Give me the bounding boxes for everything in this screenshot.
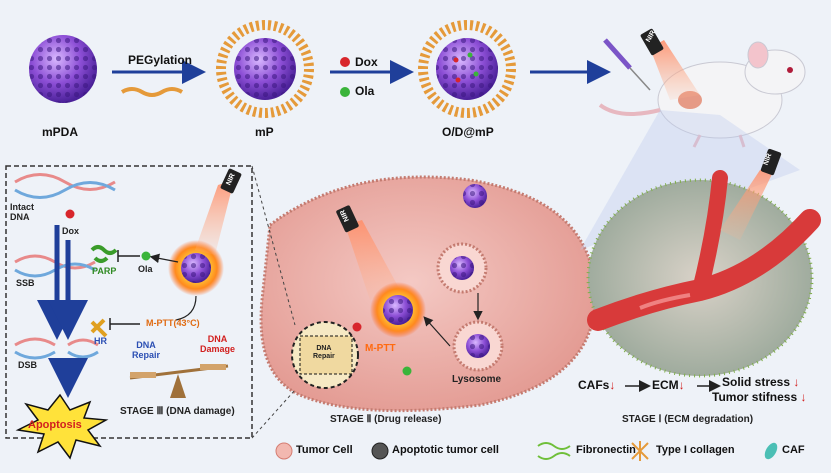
- zoom-line-bottom: [251, 389, 296, 439]
- dox-dot-stage3: [65, 209, 75, 219]
- ola-dot-icon: [340, 87, 350, 97]
- collagen-icon: [631, 441, 649, 461]
- label-ssb: SSB: [16, 278, 35, 288]
- label-cafs: CAFs↓: [578, 378, 616, 392]
- parp-icon: [90, 245, 118, 263]
- nucleus-inset: [291, 321, 359, 389]
- intact-dna-icon: [14, 173, 116, 199]
- apoptosis-burst-icon: [15, 393, 109, 460]
- label-stage2-title: STAGE Ⅱ (Drug release): [330, 414, 442, 425]
- label-apoptosis: Apoptosis: [28, 419, 82, 431]
- legend-collagen: Type I collagen: [656, 444, 735, 456]
- balance-scale-icon: [129, 364, 229, 398]
- label-pegylation: PEGylation: [128, 53, 193, 67]
- label-stage1-title: STAGE Ⅰ (ECM degradation): [622, 414, 754, 425]
- nir-laser-stage3: [195, 168, 242, 255]
- nir-laser-stage1: [720, 148, 782, 240]
- lysosome-vesicle: [452, 320, 504, 372]
- dox-dot-icon: [340, 57, 350, 67]
- label-lysosome: Lysosome: [452, 374, 502, 385]
- tumor-cell-icon: [275, 442, 293, 460]
- endosome-vesicle: [436, 242, 488, 294]
- tumor-tissue-cluster: [586, 170, 821, 378]
- label-od-mp: O/D@mP: [442, 125, 494, 139]
- label-ola-stage3: Ola: [138, 264, 153, 274]
- label-mpda: mPDA: [42, 125, 79, 139]
- caf-icon: [764, 442, 778, 460]
- label-hr: HR: [94, 336, 107, 346]
- heated-particle-stage2: [370, 282, 426, 338]
- mp-particle: [216, 20, 314, 118]
- peg-chain-icon: [120, 87, 184, 97]
- label-tumor-stiffness: Tumor stifness ↓: [712, 390, 807, 404]
- label-mptt-stage2: M-PTT: [365, 343, 396, 354]
- syringe-icon: [603, 38, 651, 91]
- label-stage3-title: STAGE Ⅲ (DNA damage): [120, 406, 235, 417]
- nir-laser-stage2: [336, 205, 400, 300]
- label-dna-damage: DNA Damage: [200, 334, 236, 354]
- legend-apoptotic-cell: Apoptotic tumor cell: [392, 444, 499, 456]
- mpda-particle: [29, 35, 97, 103]
- label-dsb: DSB: [18, 360, 38, 370]
- dsb-dna-icon: [14, 337, 99, 360]
- legend-tumor-cell: Tumor Cell: [296, 444, 353, 456]
- nir-laser-top: [640, 28, 700, 100]
- ola-dot-stage2: [402, 366, 412, 376]
- label-dox-stage3: Dox: [62, 226, 80, 236]
- fibronectin-icon: [537, 442, 571, 460]
- label-dox-top: Dox: [355, 55, 378, 69]
- od-mp-particle: [418, 20, 516, 118]
- heated-particle-stage3: [168, 240, 224, 296]
- stage3-box: [5, 165, 253, 439]
- label-mp: mP: [255, 125, 274, 139]
- hr-wrench-icon: [90, 318, 108, 338]
- label-mptt-stage3: M-PTT(43°C): [146, 318, 200, 328]
- label-ola-top: Ola: [355, 84, 375, 98]
- label-parp: PARP: [92, 266, 117, 276]
- endocytosis-particle: [463, 184, 487, 208]
- label-solid-stress: Solid stress ↓: [722, 375, 800, 389]
- label-ecm: ECM↓: [652, 378, 685, 392]
- apoptotic-cell-icon: [371, 442, 389, 460]
- label-dna-repair: DNA Repair: [132, 340, 161, 360]
- label-inset-dna-repair: DNA Repair: [313, 345, 335, 360]
- legend-fibronectin: Fibronectin: [576, 444, 636, 456]
- dox-dot-stage2: [352, 322, 362, 332]
- legend-caf: CAF: [782, 444, 805, 456]
- label-intact-dna: Intact DNA: [10, 202, 35, 222]
- ola-dot-stage3: [141, 251, 151, 261]
